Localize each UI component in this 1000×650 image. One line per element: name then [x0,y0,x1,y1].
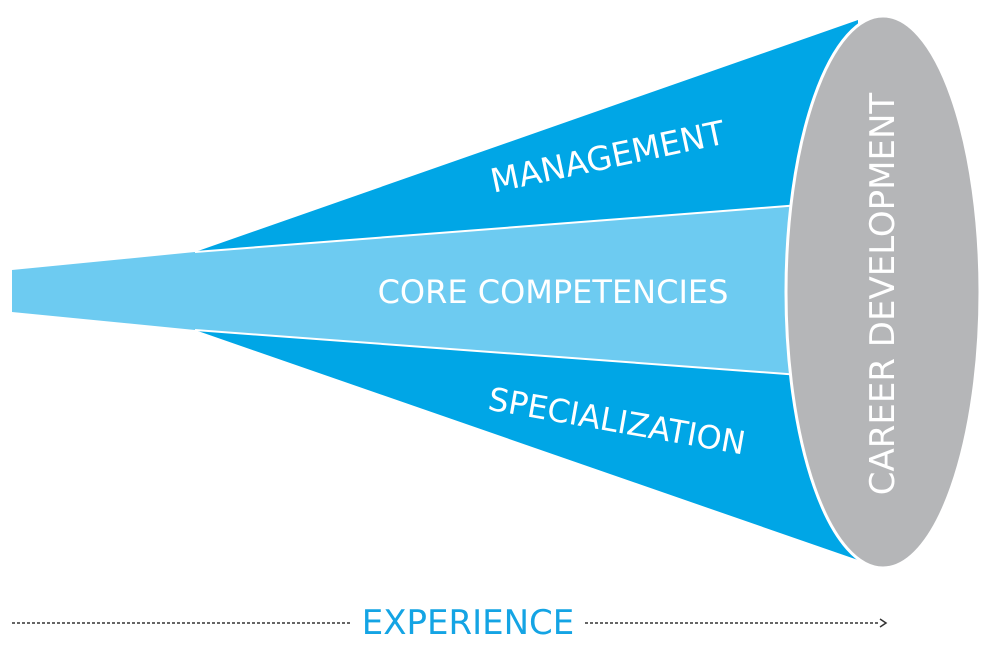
label-career-development: CAREER DEVELOPMENT [863,93,903,496]
career-development-cap [784,14,982,570]
separator-bottom [194,329,801,376]
label-core-competencies: CORE COMPETENCIES [378,273,729,311]
experience-arrow-head [879,618,888,628]
separator-top [194,204,801,253]
label-experience: EXPERIENCE [362,603,575,643]
core-band [12,205,800,375]
